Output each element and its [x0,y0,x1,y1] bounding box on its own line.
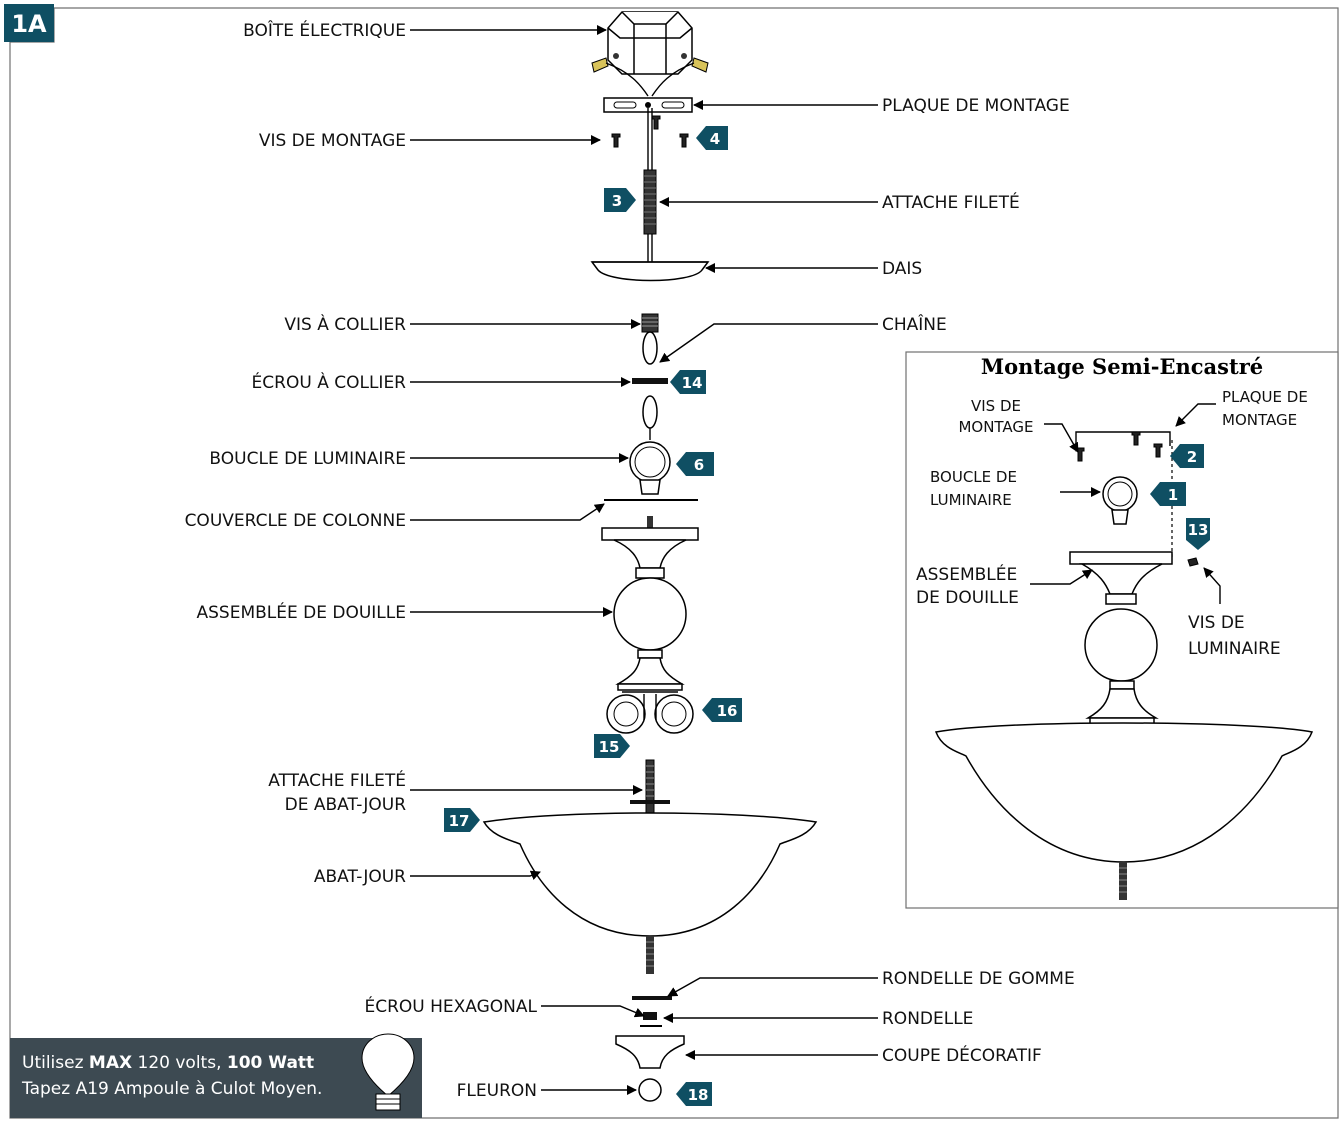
mounting-plate-drawing [603,97,693,113]
step-badge-4: 4 [696,126,728,150]
svg-text:6: 6 [694,456,704,474]
inset-step-badge-1: 1 [1150,482,1186,506]
label-threaded-pipe: ATTACHE FILETÉ [882,191,1020,213]
label-electrical-box: BOÎTE ÉLECTRIQUE [243,19,406,41]
label-shade: ABAT-JOUR [314,867,406,887]
svg-text:3: 3 [612,192,622,210]
inset-step-badge-13: 13 [1186,518,1210,550]
inset-label-socket-assembly-2: DE DOUILLE [916,588,1019,608]
label-fixture-loop: BOUCLE DE LUMINAIRE [209,449,406,469]
label-decorative-cup: COUPE DÉCORATIF [882,1044,1042,1066]
chain-drawing [642,331,658,440]
svg-text:15: 15 [599,738,620,756]
label-shade-pipe-line2: DE ABAT-JOUR [285,795,407,815]
svg-text:2: 2 [1187,448,1197,466]
hex-nut-drawing [643,1012,657,1020]
label-chain: CHAÎNE [882,313,947,335]
label-mounting-plate: PLAQUE DE MONTAGE [882,96,1070,116]
collar-nut-drawing [632,378,668,384]
canopy-drawing [590,261,710,282]
svg-text:13: 13 [1188,521,1209,539]
svg-text:14: 14 [682,374,703,392]
rubber-washer-drawing [632,996,672,1000]
bulb-note: Utilisez MAX 120 volts, 100 Watt Tapez A… [10,1033,422,1118]
semi-flush-inset: Montage Semi-Encastré VIS DE MONTAGE [905,351,1339,909]
svg-text:1A: 1A [11,10,47,38]
svg-text:18: 18 [688,1086,709,1104]
label-hex-nut: ÉCROU HEXAGONAL [364,995,537,1017]
svg-text:1: 1 [1168,486,1178,504]
inset-label-fixture-loop-1: BOUCLE DE [930,468,1017,486]
collar-screw-drawing [641,313,659,333]
note-line-2: Tapez A19 Ampoule à Culot Moyen. [21,1079,322,1099]
label-collar-screw: VIS À COLLIER [284,313,406,335]
inset-label-mounting-screws-1: VIS DE [971,397,1021,415]
threaded-pipe-drawing [643,108,657,262]
light-bulb-icon [361,1033,415,1111]
label-finial: FLEURON [457,1081,537,1101]
finial-drawing [638,1078,662,1102]
label-canopy: DAIS [882,259,922,279]
inset-label-socket-assembly-1: ASSEMBLÉE [916,563,1017,585]
inset-label-mounting-plate-1: PLAQUE DE [1222,388,1308,406]
label-shade-pipe-line1: ATTACHE FILETÉ [268,769,406,791]
step-badge-18: 18 [676,1082,712,1106]
step-badge-16: 16 [702,698,742,722]
step-badge-14: 14 [670,370,706,394]
step-badge-17: 17 [444,808,480,832]
figure-label: 1A [4,4,54,42]
label-mounting-screws: VIS DE MONTAGE [259,131,406,151]
step-badge-15: 15 [594,734,630,758]
electrical-box-drawing [591,11,709,97]
note-line-1: Utilisez MAX 120 volts, 100 Watt [22,1053,314,1073]
label-column-cover: COUVERCLE DE COLONNE [185,511,406,531]
fixture-loop-drawing [629,441,671,495]
mounting-screws-drawing [611,115,689,148]
step-badge-6: 6 [676,452,714,476]
inset-label-mounting-screws-2: MONTAGE [958,418,1033,436]
step-badge-3: 3 [604,188,636,212]
inset-label-fixture-screw-2: LUMINAIRE [1188,639,1281,659]
shade-threaded-pipe-drawing [630,759,670,817]
shade-drawing [482,812,818,974]
label-socket-assembly: ASSEMBLÉE DE DOUILLE [197,601,407,623]
inset-label-fixture-loop-2: LUMINAIRE [930,491,1012,509]
label-washer: RONDELLE [882,1009,973,1029]
inset-step-badge-2: 2 [1170,444,1204,468]
inset-title: Montage Semi-Encastré [981,354,1263,379]
decorative-cup-drawing [615,1035,685,1069]
svg-text:16: 16 [717,702,738,720]
svg-text:17: 17 [449,812,470,830]
svg-text:4: 4 [710,130,720,148]
inset-label-fixture-screw-1: VIS DE [1188,613,1245,633]
label-collar-nut: ÉCROU À COLLIER [252,371,407,393]
leader-lines [410,25,878,1095]
inset-label-mounting-plate-2: MONTAGE [1222,411,1297,429]
label-rubber-washer: RONDELLE DE GOMME [882,969,1075,989]
socket-assembly-drawing [601,516,699,734]
